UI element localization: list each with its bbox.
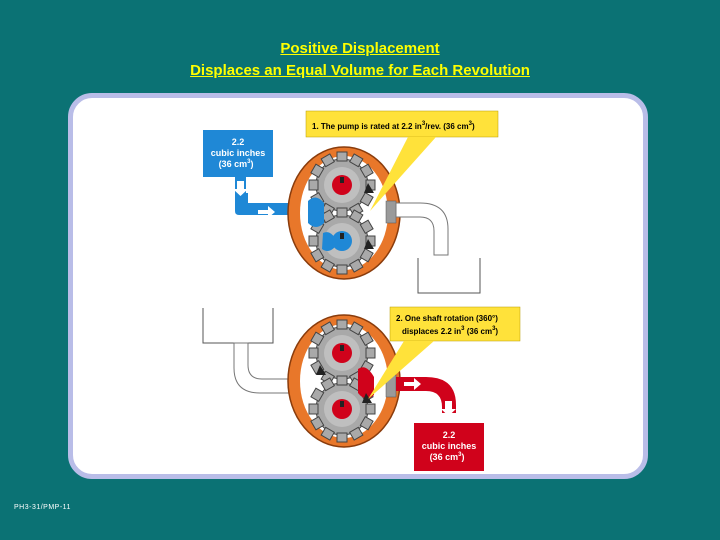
- inlet-label-3: (36 cm3): [219, 159, 254, 169]
- bottom-reservoir: [202, 308, 274, 344]
- rotation-arrow-icon: [362, 393, 372, 403]
- top-reservoir: [417, 258, 481, 294]
- inlet-right-arrow-icon: [258, 206, 275, 218]
- slide-title-line-2: Displaces an Equal Volume for Each Revol…: [190, 62, 530, 79]
- inlet-volume-box: [203, 130, 273, 177]
- inlet-label-1: 2.2: [232, 137, 245, 147]
- rotation-arrow-icon: [364, 239, 374, 249]
- callout-1: 1. The pump is rated at 2.2 in3/rev. (36…: [305, 110, 499, 211]
- outlet-label-1: 2.2: [443, 430, 456, 440]
- inlet-down-arrow-icon: [233, 181, 248, 196]
- slide-title-line-1: Positive Displacement: [280, 40, 440, 57]
- top-outlet-pipe: [395, 202, 449, 256]
- svg-text:1. The pump is rated at 2.2 in: 1. The pump is rated at 2.2 in3/rev. (36…: [312, 121, 475, 131]
- callout-2-line-1: 2. One shaft rotation (360°): [396, 314, 498, 323]
- bottom-pump: 2.2 cubic inches (36 cm3): [202, 308, 484, 471]
- rotation-arrow-icon: [364, 183, 374, 193]
- outlet-right-arrow-icon: [404, 378, 421, 390]
- outlet-down-arrow-icon: [441, 401, 456, 416]
- inlet-label-2: cubic inches: [211, 148, 266, 158]
- callout-2: 2. One shaft rotation (360°) displaces 2…: [368, 306, 521, 399]
- slide-footer-code: PH3-31/PMP-11: [14, 504, 71, 511]
- top-pump: 2.2 cubic inches (36 cm3): [203, 130, 481, 294]
- outlet-label-3: (36 cm3): [430, 452, 465, 462]
- outlet-volume-box: [414, 423, 484, 471]
- outlet-label-2: cubic inches: [422, 441, 477, 451]
- callout-2-line-2: displaces 2.2 in3 (36 cm3): [402, 326, 498, 336]
- rotation-arrow-icon: [316, 365, 326, 375]
- pump-diagram: 2.2 cubic inches (36 cm3) 1. The pump is…: [202, 110, 521, 471]
